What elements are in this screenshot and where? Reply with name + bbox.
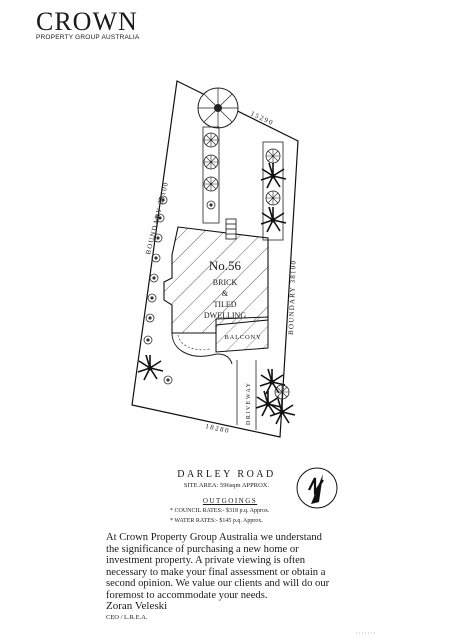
street-name: DARLEY ROAD [177,469,276,480]
dim-top: 15290 [249,110,275,128]
council-rates: * COUNCIL RATES:- $318 p.q. Approx. [170,508,270,514]
signature-title: CEO / L.R.E.A. [106,614,148,621]
lot-number: No.56 [209,258,242,273]
dwelling-label-3: TILED [213,300,236,309]
water-rates: * WATER RATES:- $145 p.q. Approx. [170,518,263,524]
north-arrow-icon [296,467,338,509]
shrub-icon [203,132,287,233]
palm-icon [255,368,296,425]
garden-path [171,332,233,365]
dim-bottom: 18280 [205,422,231,435]
boundary-right-label: BOUNDARY 38100 [287,260,298,335]
tree-icon [197,87,239,129]
dwelling-label-1: BRICK [213,278,238,287]
driveway-strip [236,360,257,430]
brand-logo: CROWN PROPERTY GROUP AUSTRALIA [36,7,140,42]
dwelling-label-2: & [222,289,229,298]
lot-boundary [131,80,299,438]
driveway-label: DRIVEWAY [246,382,252,425]
outgoings-heading: OUTGOINGS [202,497,258,505]
balcony-area [215,316,269,353]
garden-bed-top [202,126,284,241]
company-message: At Crown Property Group Australia we und… [106,532,330,601]
signature-name: Zoran Veleski [106,600,168,612]
dwelling-label-4: DWELLING [204,311,246,320]
site-area: SITE AREA: 596sqm APPROX. [183,482,270,489]
balcony-label: BALCONY [224,334,261,341]
boundary-left-label: BOUNDARY 38100 [144,181,170,256]
stairs [225,218,237,240]
brand-subtitle: PROPERTY GROUP AUSTRALIA [36,34,140,41]
dwelling-footprint [163,226,269,334]
brand-name: CROWN [36,7,138,36]
